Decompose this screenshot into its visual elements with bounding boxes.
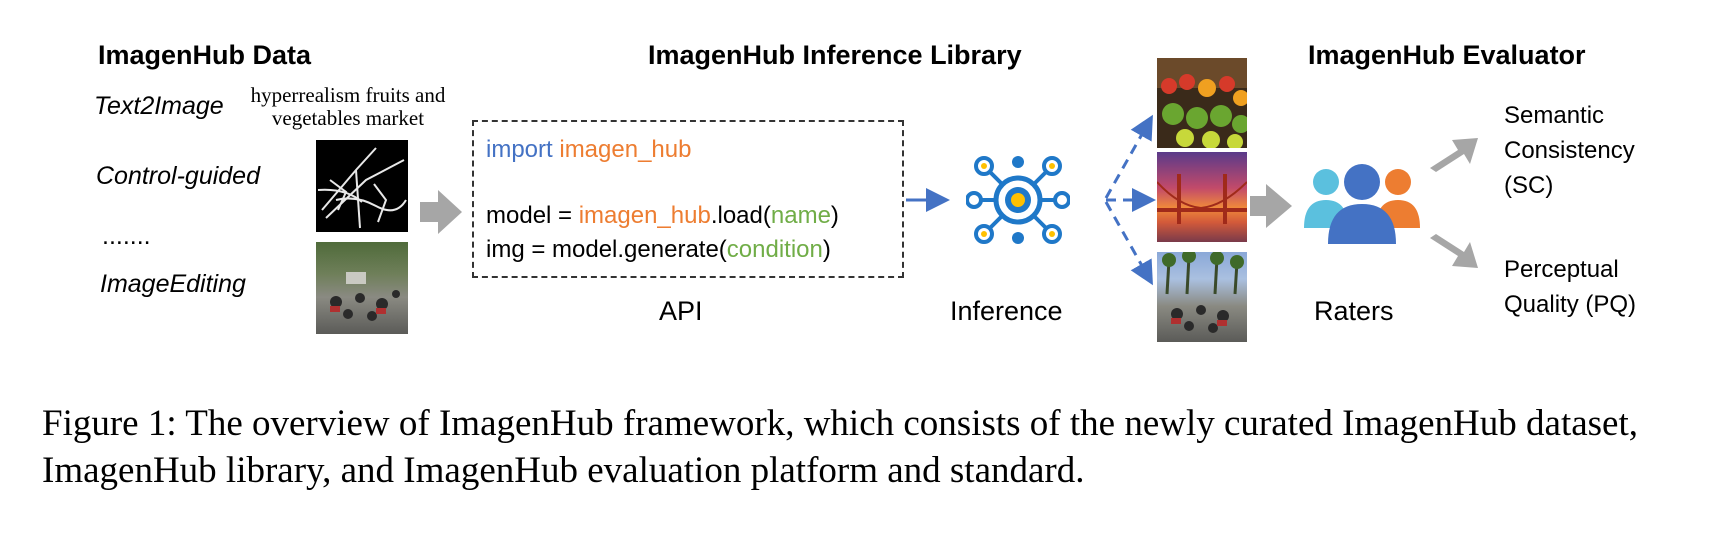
code-generate-call: img = model.generate( (486, 236, 727, 263)
task-text2image: Text2Image (94, 92, 224, 120)
image-editing-street-photo (316, 242, 408, 334)
figure-caption: Figure 1: The overview of ImagenHub fram… (42, 403, 1639, 491)
code-load-call: .load( (710, 202, 771, 229)
metric-sc-line-3: (SC) (1504, 172, 1554, 199)
task-image-editing: ImageEditing (100, 270, 246, 298)
inference-label: Inference (950, 296, 1063, 326)
arrow-outputs-to-raters (1250, 184, 1292, 228)
flow-arrows (420, 114, 1478, 286)
metric-pq-line-2: Quality (PQ) (1504, 291, 1637, 318)
code-line-load: model = imagen_hub.load(name) (486, 202, 839, 230)
metric-perceptual-quality: Perceptual Quality (PQ) (1504, 252, 1636, 322)
evaluator-section-title: ImagenHub Evaluator (1308, 40, 1586, 70)
code-line-generate: img = model.generate(condition) (486, 236, 831, 264)
metric-semantic-consistency: Semantic Consistency (SC) (1504, 98, 1635, 203)
output-fruit-market-image (1157, 58, 1247, 148)
code-line-import: import imagen_hub (486, 136, 691, 164)
output-edited-street-image (1157, 252, 1247, 342)
code-condition-arg: condition (726, 236, 823, 263)
code-module-ref: imagen_hub (578, 202, 711, 229)
arrow-data-to-api (420, 190, 462, 234)
task-ellipsis: ....... (102, 222, 151, 250)
code-name-arg: name (770, 202, 831, 229)
data-section-title: ImagenHub Data (98, 40, 312, 70)
metric-sc-line-1: Semantic (1504, 102, 1605, 129)
task-control-guided: Control-guided (96, 162, 260, 190)
code-model-assign: model = (486, 202, 579, 229)
arrow-raters-to-sc (1430, 138, 1478, 172)
code-import-keyword: import (486, 136, 553, 163)
metric-sc-line-2: Consistency (1504, 137, 1635, 164)
raters-group-icon (1304, 162, 1420, 244)
arrow-inference-to-output-1 (1104, 114, 1153, 199)
inference-hub-icon (965, 148, 1071, 252)
output-golden-gate-bridge-image (1157, 152, 1247, 242)
library-section-title: ImagenHub Inference Library (648, 40, 1022, 70)
prompt-text: hyperrealism fruits and vegetables marke… (250, 83, 446, 130)
code-module-name: imagen_hub (559, 136, 692, 163)
metric-pq-line-1: Perceptual (1504, 256, 1619, 283)
arrow-raters-to-pq (1430, 234, 1478, 268)
arrow-inference-to-output-3 (1104, 201, 1153, 286)
code-snippet-box: import imagen_hub model = imagen_hub.loa… (472, 120, 904, 278)
raters-label: Raters (1314, 296, 1394, 326)
code-load-close: ) (830, 202, 839, 229)
control-edge-map-image (316, 140, 408, 232)
text2image-prompt: hyperrealism fruits and vegetables marke… (228, 84, 468, 130)
code-generate-close: ) (822, 236, 831, 263)
api-label: API (659, 296, 703, 326)
